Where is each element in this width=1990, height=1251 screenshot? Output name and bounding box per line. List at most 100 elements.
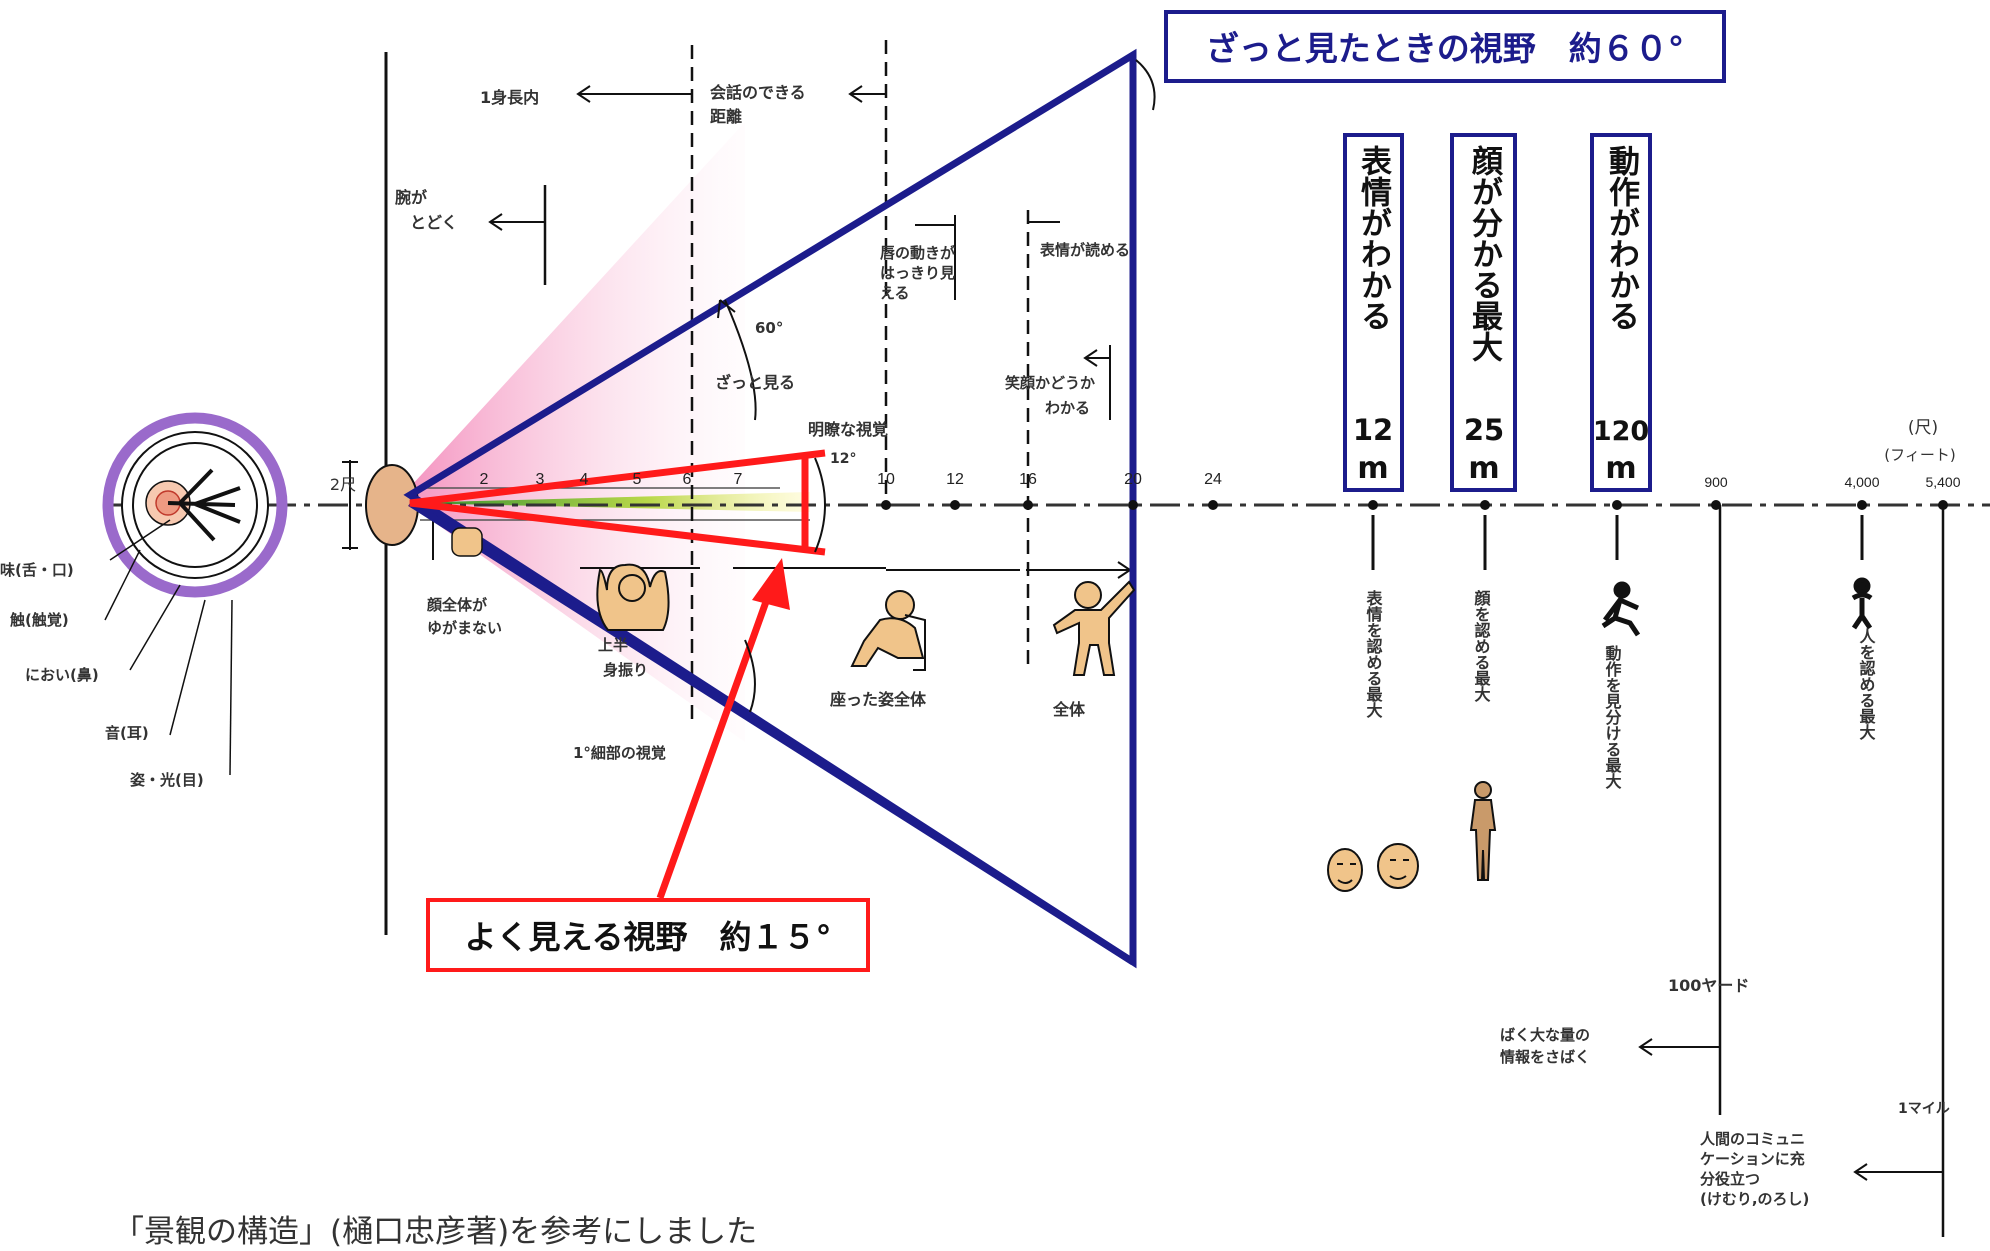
face-box-text: 顔が分かる最大 — [1466, 144, 1503, 362]
senses-circle — [102, 412, 288, 598]
axis-tick-dots — [881, 500, 1948, 510]
axis-tick-dot-box-0 — [1368, 500, 1378, 510]
sixty-deg-arc — [724, 299, 757, 421]
label-angle-12: 12° — [830, 451, 856, 467]
axis-tick-dot-left-8 — [1023, 500, 1033, 510]
axis-tick-dot-left-10 — [1208, 500, 1218, 510]
marker-lines — [1371, 515, 1864, 570]
sense-leader-lines — [104, 519, 233, 776]
label-clear-vision: 明瞭な視覚 — [808, 420, 888, 439]
label-body-length: 1身長内 — [480, 88, 539, 107]
label-smile-2: わかる — [1045, 399, 1090, 417]
axis-tick-label-left-7: 12 — [946, 471, 964, 488]
clear-view-pointer-head — [752, 558, 790, 610]
axis-tick-label-left-9: 20 — [1124, 471, 1142, 488]
source-credit: 「景観の構造」(樋口忠彦著)を参考にしました — [113, 1214, 758, 1250]
axis-tick-dot-left-9 — [1128, 500, 1138, 510]
label-face-whole-2: ゆがまない — [427, 619, 502, 637]
walking-person-icon — [1601, 581, 1641, 637]
clear-view-arc — [814, 457, 826, 553]
axis-tick-dot-box-1 — [1480, 500, 1490, 510]
sense-sound: 音(耳) — [105, 724, 149, 742]
motion-box-num: 120 — [1593, 416, 1649, 447]
motion-box-unit: m — [1605, 451, 1636, 486]
note-face-max: 顔を認める最大 — [1472, 589, 1492, 703]
face-box: 顔が分かる最大 25 m — [1450, 133, 1517, 492]
distance-arrows — [488, 85, 1943, 1181]
expression-box-num: 12 — [1353, 413, 1393, 447]
label-smile-1: 笑顔かどうか — [1005, 374, 1095, 392]
standing-person-icon — [1469, 781, 1497, 881]
label-arm-reach-1: 腕が — [395, 188, 427, 207]
sitting-figure — [850, 590, 926, 671]
wide-view-arc — [1135, 59, 1156, 111]
expression-box-text: 表情がわかる — [1355, 145, 1392, 331]
axis-tick-label-left-3: 5 — [633, 471, 642, 488]
axis-tick-label-left-8: 16 — [1019, 471, 1037, 488]
axis-tick-label-left-1: 3 — [536, 471, 545, 488]
note-expression-max: 表情を認める最大 — [1364, 589, 1384, 719]
label-conversation-1: 会話のできる — [710, 83, 806, 102]
clear-view-pointer-shaft — [656, 583, 776, 900]
face-closeup-figure — [451, 527, 483, 557]
axis-tick-dot-right-2 — [1938, 500, 1948, 510]
sense-taste: 味(舌・口) — [0, 561, 74, 579]
label-glance-angle: 60° — [755, 319, 783, 337]
sense-touch: 触(触覚) — [10, 611, 69, 629]
clear-view-callout: よく見える視野 約１５° — [426, 898, 870, 972]
label-info-2: 情報をさばく — [1500, 1048, 1590, 1066]
standing-figure — [1052, 580, 1136, 676]
axis-tick-dot-right-0 — [1711, 500, 1721, 510]
expression-box: 表情がわかる 12 m — [1343, 133, 1404, 492]
sense-smell: におい(鼻) — [25, 666, 99, 684]
axis-tick-dot-box-2 — [1612, 500, 1622, 510]
motion-box-text: 動作がわかる — [1603, 145, 1640, 331]
axis-tick-dot-left-6 — [881, 500, 891, 510]
sense-sight: 姿・光(目) — [130, 771, 204, 789]
label-comm-4: (けむり,のろし) — [1700, 1190, 1809, 1208]
axis-tick-label-left-0: 2 — [480, 471, 489, 488]
label-100-yards: 100ヤード — [1668, 976, 1749, 995]
wide-view-triangle-edge — [408, 500, 1135, 965]
note-motion-max: 動作を見分ける最大 — [1603, 644, 1623, 790]
label-sitting-whole: 座った姿全体 — [829, 690, 927, 709]
label-whole-body: 全体 — [1052, 700, 1086, 719]
expression-box-unit: m — [1357, 451, 1388, 486]
clear-view-callout-text: よく見える視野 約１５° — [464, 918, 831, 956]
label-comm-1: 人間のコミュニ — [1700, 1130, 1805, 1148]
axis-tick-label-left-2: 4 — [580, 471, 589, 488]
note-person-max: 人を認める最大 — [1857, 628, 1876, 741]
two-faces-icon — [1327, 843, 1419, 892]
label-upper-body-1: 上半 — [598, 636, 628, 654]
label-expression-read: 表情が読める — [1040, 241, 1130, 259]
wide-view-callout: ざっと見たときの視野 約６０° — [1164, 10, 1726, 83]
axis-tick-dot-right-1 — [1857, 500, 1867, 510]
axis-tick-label-left-5: 7 — [734, 471, 743, 488]
label-info-1: ばく大な量の — [1500, 1026, 1590, 1044]
label-detail-vision: 1°細部の視覚 — [573, 744, 666, 762]
axis-tick-dot-left-7 — [950, 500, 960, 510]
label-upper-body-2: 身振り — [603, 661, 648, 679]
lower-arc — [744, 639, 756, 713]
label-glance: ざっと見る — [715, 373, 795, 392]
label-conversation-2: 距離 — [710, 107, 742, 126]
sixty-deg-arrow — [717, 299, 736, 319]
label-lips-2: はっきり見 — [880, 264, 955, 282]
clear-view-wedge — [409, 449, 826, 556]
label-face-whole-1: 顔全体が — [426, 596, 488, 614]
axis-tick-label-left-10: 24 — [1204, 471, 1222, 488]
label-arm-reach-2: とどく — [410, 213, 458, 232]
axis-tick-label-left-4: 6 — [683, 471, 692, 488]
clear-view-cone — [405, 492, 810, 512]
label-lips-1: 唇の動きが — [880, 244, 956, 262]
face-box-unit: m — [1468, 451, 1499, 486]
face-box-num: 25 — [1464, 413, 1504, 447]
height-label: 2尺 — [330, 475, 356, 494]
axis-tick-label-left-6: 10 — [877, 471, 895, 488]
axis-tick-label-right-2: 5,400 — [1925, 474, 1960, 490]
height-bracket — [342, 460, 358, 550]
axis-tick-label-right-0: 900 — [1704, 474, 1728, 490]
axis-tick-label-right-1: 4,000 — [1844, 474, 1879, 490]
axis-unit-shaku: (尺) — [1908, 418, 1938, 438]
